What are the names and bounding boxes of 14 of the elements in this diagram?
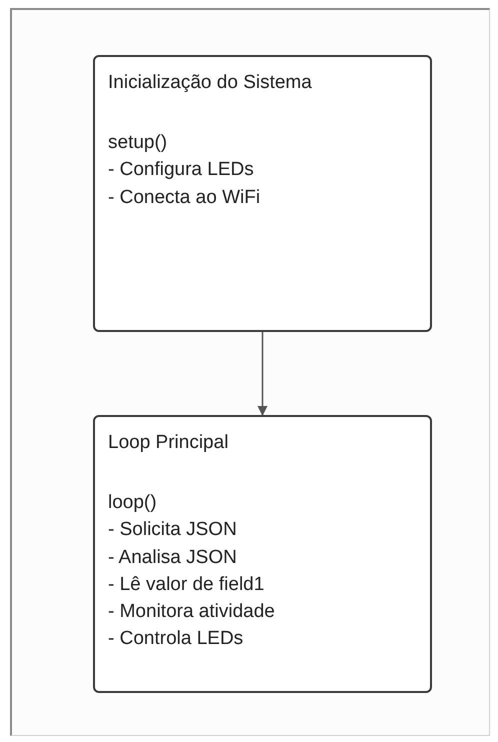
arrow — [258, 332, 268, 416]
list-item: - Controla LEDs — [108, 627, 244, 652]
process-box — [93, 55, 432, 332]
process-box — [93, 415, 432, 693]
list-item: - Analisa JSON — [108, 546, 238, 570]
list-item: - Solicita JSON — [108, 518, 238, 542]
list-item: - Lê valor de field1 — [108, 572, 266, 597]
box-heading: Loop Principal — [108, 431, 230, 455]
box-heading: Inicialização do Sistema — [108, 71, 313, 95]
list-item: - Conecta ao WiFi — [108, 186, 262, 210]
function-name: loop() — [108, 491, 158, 515]
function-name: setup() — [108, 131, 168, 155]
list-item: - Monitora atividade — [108, 600, 276, 624]
list-item: - Configura LEDs — [108, 158, 255, 182]
